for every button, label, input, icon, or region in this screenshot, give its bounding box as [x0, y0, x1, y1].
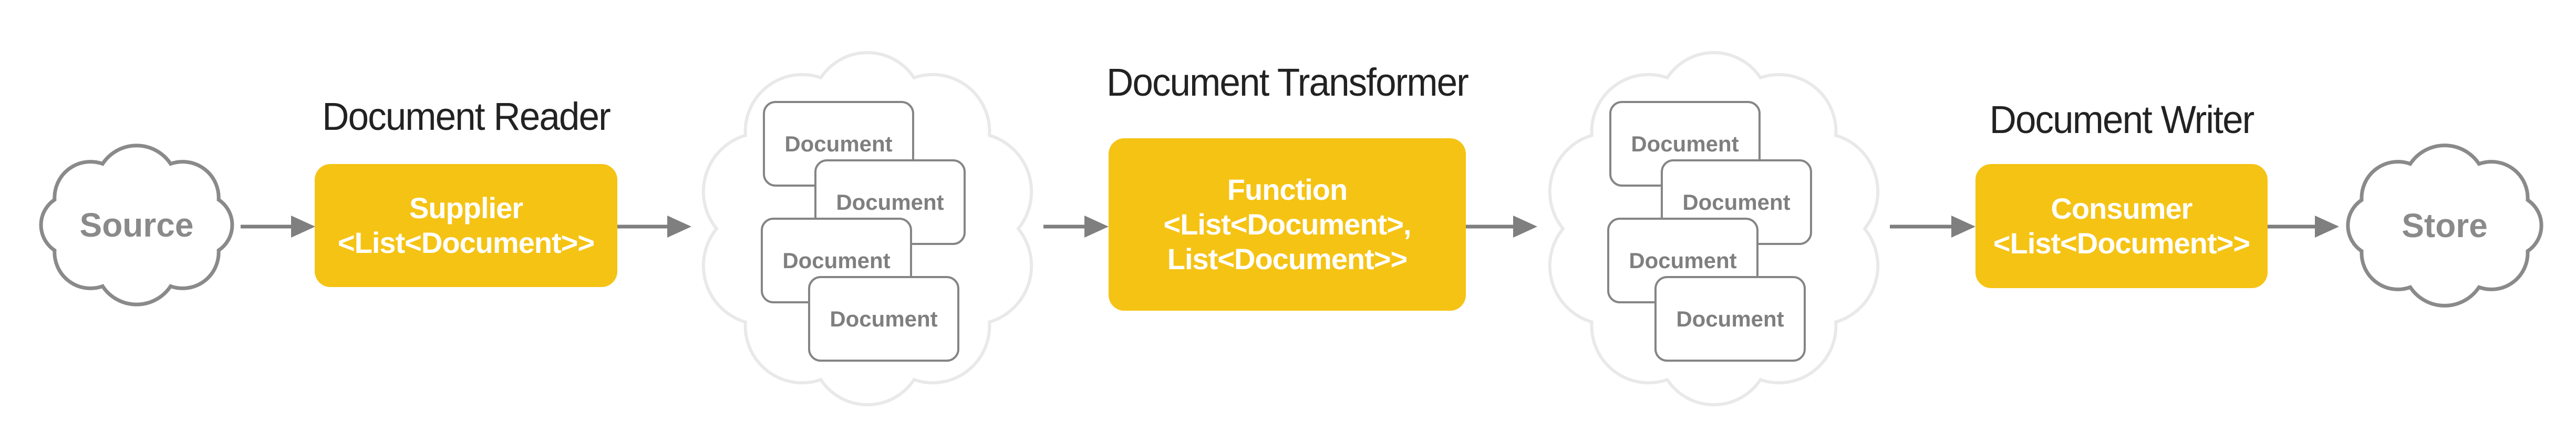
function-box: Function <List<Document>, List<Document>…: [1109, 138, 1466, 311]
document-writer-title: Document Writer: [1989, 98, 2255, 141]
arrow-documents-2-to-writer: [1890, 216, 1975, 238]
document-card-label: Document: [1629, 248, 1737, 273]
source-cloud-label: Source: [79, 206, 194, 244]
arrow-writer-to-store: [2268, 216, 2339, 238]
function-box-line1: Function: [1227, 173, 1348, 206]
document-card-label: Document: [784, 131, 893, 156]
store-cloud-shape: [2346, 144, 2543, 308]
arrow-transformer-to-documents-2: [1466, 216, 1537, 238]
document-card: Document: [1654, 276, 1806, 362]
arrow-documents-1-to-transformer: [1043, 216, 1109, 238]
consumer-box: Consumer <List<Document>>: [1975, 164, 2268, 288]
document-transformer-title: Document Transformer: [1106, 60, 1469, 104]
consumer-box-line2: <List<Document>>: [1993, 227, 2250, 260]
store-cloud-label: Store: [2402, 207, 2488, 244]
function-box-line2: <List<Document>,: [1163, 208, 1411, 241]
function-box-line3: List<Document>>: [1167, 242, 1408, 275]
document-card-label: Document: [782, 248, 891, 273]
supplier-box-line1: Supplier: [409, 191, 523, 224]
source-cloud-shape: [39, 144, 234, 307]
document-card-label: Document: [836, 189, 944, 214]
supplier-box: Supplier <List<Document>>: [315, 164, 617, 287]
arrow-source-to-reader: [241, 216, 315, 238]
document-card: Document: [808, 276, 959, 362]
document-card-label: Document: [830, 306, 938, 331]
consumer-box-line1: Consumer: [2051, 192, 2193, 225]
document-card-label: Document: [1676, 306, 1784, 331]
document-card-label: Document: [1631, 131, 1739, 156]
supplier-box-line2: <List<Document>>: [337, 226, 595, 259]
document-reader-title: Document Reader: [322, 95, 611, 138]
arrow-reader-to-documents-1: [617, 216, 691, 238]
document-card-label: Document: [1682, 189, 1791, 214]
